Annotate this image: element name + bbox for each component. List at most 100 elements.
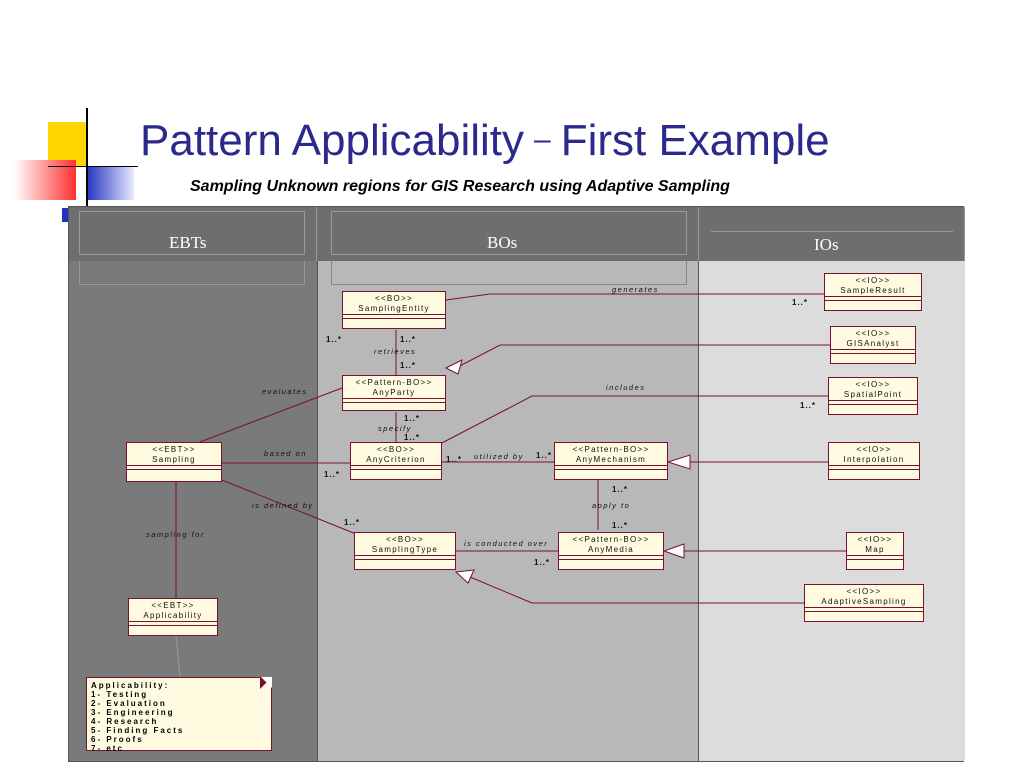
logo-blue-square — [86, 166, 134, 200]
class-operations — [825, 300, 921, 304]
class-any-party[interactable]: <<Pattern-BO>> AnyParty — [342, 375, 446, 411]
io-header-label: IOs — [814, 235, 839, 254]
class-operations — [805, 611, 923, 615]
class-operations — [343, 318, 445, 322]
label-specify: specify — [378, 424, 412, 433]
note-item: 6- Proofs — [91, 735, 144, 744]
bo-header-frame — [331, 211, 687, 255]
note-title: Applicability: — [91, 681, 170, 690]
class-operations — [129, 625, 217, 629]
class-name: SpatialPoint — [843, 390, 903, 399]
arrowhead-any-media — [662, 543, 685, 559]
class-name: Map — [865, 545, 885, 554]
note-item: 3- Engineering — [91, 708, 175, 717]
class-stereotype: <<EBT>> — [152, 445, 196, 454]
label-is-conducted-over: is conducted over — [464, 539, 549, 548]
mult-any-mechanism-left: 1..* — [536, 451, 553, 460]
class-name: SamplingEntity — [358, 304, 430, 313]
class-attributes — [829, 465, 919, 469]
line-generates — [445, 293, 824, 301]
mult-any-media-top: 1..* — [612, 521, 629, 530]
label-apply-to: apply to — [592, 501, 631, 510]
class-name: AdaptiveSampling — [821, 597, 907, 606]
class-name: Sampling — [152, 455, 196, 464]
mult-sample-result: 1..* — [792, 298, 809, 307]
mult-any-mechanism-bottom: 1..* — [612, 485, 629, 494]
label-generates: generates — [612, 285, 659, 294]
class-spatial-point[interactable]: <<IO>> SpatialPoint — [828, 377, 918, 415]
class-stereotype: <<IO>> — [855, 380, 891, 389]
uml-diagram: EBTs BOs IOs — [68, 206, 965, 762]
class-attributes — [829, 400, 917, 404]
mult-any-party-top: 1..* — [400, 361, 417, 370]
label-includes: includes — [606, 383, 646, 392]
class-stereotype: <<Pattern-BO>> — [355, 378, 433, 387]
class-any-criterion[interactable]: <<BO>> AnyCriterion — [350, 442, 442, 480]
class-interpolation[interactable]: <<IO>> Interpolation — [828, 442, 920, 480]
class-any-media[interactable]: <<Pattern-BO>> AnyMedia — [558, 532, 664, 570]
label-evaluates: evaluates — [262, 387, 308, 396]
note-fold-cut — [261, 677, 272, 688]
class-map[interactable]: <<IO>> Map — [846, 532, 904, 570]
class-operations — [829, 404, 917, 408]
label-sampling-for: sampling for — [146, 530, 205, 539]
class-operations — [555, 469, 667, 473]
class-attributes — [129, 621, 217, 625]
label-based-on: based on — [264, 449, 307, 458]
class-stereotype: <<IO>> — [857, 535, 893, 544]
label-retrieves: retrieves — [374, 347, 417, 356]
line-is-defined-by — [221, 479, 357, 535]
ebt-header-label: EBTs — [169, 233, 207, 252]
ebt-header-frame — [79, 211, 305, 255]
line-evaluates — [199, 387, 343, 443]
class-sampling-entity[interactable]: <<BO>> SamplingEntity — [342, 291, 446, 329]
io-header-frame — [711, 231, 953, 232]
class-stereotype: <<IO>> — [855, 276, 891, 285]
logo-small-blue — [62, 208, 68, 222]
class-adaptive-sampling[interactable]: <<IO>> AdaptiveSampling — [804, 584, 924, 622]
class-any-mechanism[interactable]: <<Pattern-BO>> AnyMechanism — [554, 442, 668, 480]
io-header — [699, 207, 965, 261]
note-item: 4- Research — [91, 717, 159, 726]
page-title: Pattern Applicability–First Example — [140, 116, 830, 166]
class-ebt-applicability[interactable]: <<EBT>> Applicability — [128, 598, 218, 636]
label-is-defined-by: is defined by — [252, 501, 314, 510]
class-gis-analyst[interactable]: <<IO>> GISAnalyst — [830, 326, 916, 364]
class-attributes — [805, 607, 923, 611]
class-name: AnyCriterion — [366, 455, 426, 464]
class-attributes — [343, 314, 445, 318]
class-attributes — [555, 465, 667, 469]
class-attributes — [831, 349, 915, 353]
label-utilized-by: utilized by — [474, 452, 524, 461]
class-sample-result[interactable]: <<IO>> SampleResult — [824, 273, 922, 311]
class-operations — [559, 559, 663, 563]
class-stereotype: <<BO>> — [376, 445, 416, 454]
title-main: Pattern Applicability — [140, 116, 524, 165]
ebt-subheader-frame — [79, 261, 305, 285]
arrowhead-sampling-type — [454, 569, 475, 584]
class-stereotype: <<EBT>> — [151, 601, 195, 610]
class-attributes — [127, 465, 221, 469]
class-stereotype: <<BO>> — [374, 294, 414, 303]
class-name: SamplingType — [371, 545, 439, 554]
title-dash: – — [534, 123, 551, 156]
note-connector — [175, 635, 181, 677]
mult-any-criterion-left: 1..* — [324, 470, 341, 479]
mult-sampling-entity-right: 1..* — [400, 335, 417, 344]
class-operations — [343, 402, 445, 406]
class-ebt-sampling[interactable]: <<EBT>> Sampling — [126, 442, 222, 482]
applicability-note: Applicability: 1- Testing 2- Evaluation … — [86, 677, 272, 753]
class-sampling-type[interactable]: <<BO>> SamplingType — [354, 532, 456, 570]
arrowhead-any-party — [444, 359, 463, 375]
class-operations — [127, 469, 221, 473]
note-item: 5- Finding Facts — [91, 726, 185, 735]
class-stereotype: <<IO>> — [846, 587, 882, 596]
class-name: AnyParty — [372, 388, 416, 397]
bo-header — [317, 207, 699, 261]
class-operations — [355, 559, 455, 563]
class-operations — [829, 469, 919, 473]
class-name: Interpolation — [843, 455, 905, 464]
line-includes — [439, 395, 828, 445]
line-adaptive-sampling — [469, 576, 804, 604]
ebt-header — [69, 207, 317, 261]
